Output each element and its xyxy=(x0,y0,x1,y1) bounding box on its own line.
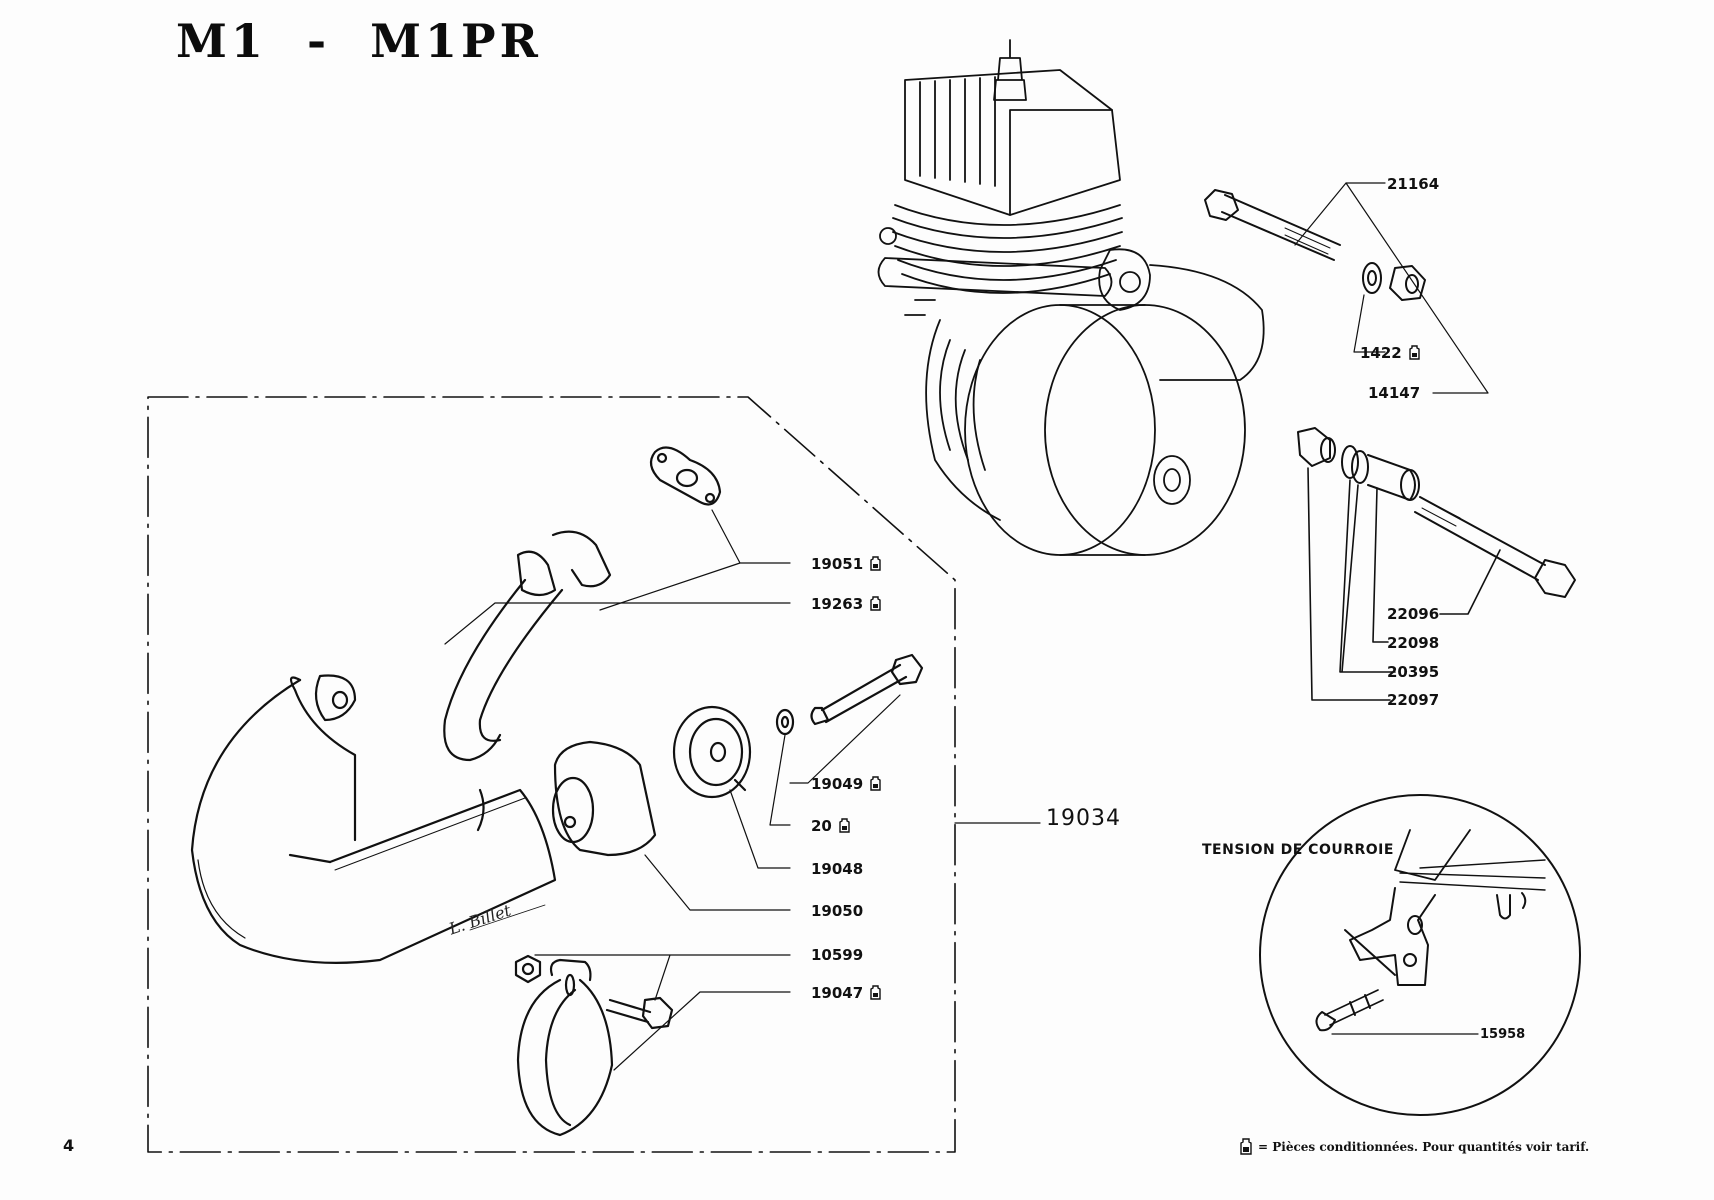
page-title: M1 - M1PR xyxy=(176,14,542,68)
callout-leaders-upper xyxy=(1295,183,1488,393)
packaged-part-icon xyxy=(870,596,881,611)
callout-1422: 1422 xyxy=(1360,344,1420,362)
callout-22098: 22098 xyxy=(1387,634,1439,652)
exhaust-assembly-boundary xyxy=(148,397,955,1152)
callout-21164: 21164 xyxy=(1387,175,1439,193)
legend-text: = Pièces conditionnées. Pour quantités v… xyxy=(1258,1140,1590,1154)
part-number: 22096 xyxy=(1387,605,1440,623)
page-number: 4 xyxy=(63,1136,75,1155)
packaged-part-icon xyxy=(1240,1138,1252,1155)
exhaust-illustration xyxy=(192,448,922,1136)
callout-19034: 19034 xyxy=(1046,808,1121,830)
part-number: 1422 xyxy=(1360,344,1402,362)
callout-10599: 10599 xyxy=(811,946,863,964)
callout-20: 20 xyxy=(811,817,850,835)
engine-upper-bolt-set xyxy=(1205,190,1425,300)
part-number: 21164 xyxy=(1387,175,1440,193)
callout-14147: 14147 xyxy=(1368,384,1420,402)
packaged-part-icon xyxy=(1409,345,1420,360)
part-number: 22098 xyxy=(1387,634,1440,652)
packaged-part-icon xyxy=(870,776,881,791)
part-number: 19048 xyxy=(811,860,864,878)
callout-leaders-exhaust xyxy=(445,510,1040,1070)
part-number: 14147 xyxy=(1368,384,1421,402)
callout-19051: 19051 xyxy=(811,555,881,573)
part-number: 19263 xyxy=(811,595,864,613)
part-number: 20395 xyxy=(1387,663,1440,681)
callout-leaders-lower xyxy=(1308,468,1500,700)
callout-19048: 19048 xyxy=(811,860,863,878)
packaged-part-icon xyxy=(870,556,881,571)
callout-19049: 19049 xyxy=(811,775,881,793)
callout-22096: 22096 xyxy=(1387,605,1439,623)
belt-tension-inset xyxy=(1260,795,1580,1115)
inset-title: TENSION DE COURROIE xyxy=(1202,842,1394,858)
callout-19050: 19050 xyxy=(811,902,863,920)
part-number: 10599 xyxy=(811,946,864,964)
part-number: 15958 xyxy=(1480,1027,1526,1042)
part-number: 19050 xyxy=(811,902,864,920)
callout-20395: 20395 xyxy=(1387,663,1439,681)
engine-lower-bolt-set xyxy=(1298,428,1575,597)
callout-19263: 19263 xyxy=(811,595,881,613)
callout-19047: 19047 xyxy=(811,984,881,1002)
callout-22097: 22097 xyxy=(1387,691,1439,709)
legend: = Pièces conditionnées. Pour quantités v… xyxy=(1240,1138,1589,1155)
engine-illustration xyxy=(879,40,1264,555)
packaged-part-icon xyxy=(839,818,850,833)
callout-15958: 15958 xyxy=(1480,1026,1525,1044)
part-number: 22097 xyxy=(1387,691,1440,709)
part-number: 19034 xyxy=(1046,806,1121,831)
part-number: 19047 xyxy=(811,984,864,1002)
part-number: 19051 xyxy=(811,555,864,573)
packaged-part-icon xyxy=(870,985,881,1000)
part-number: 19049 xyxy=(811,775,864,793)
part-number: 20 xyxy=(811,817,832,835)
